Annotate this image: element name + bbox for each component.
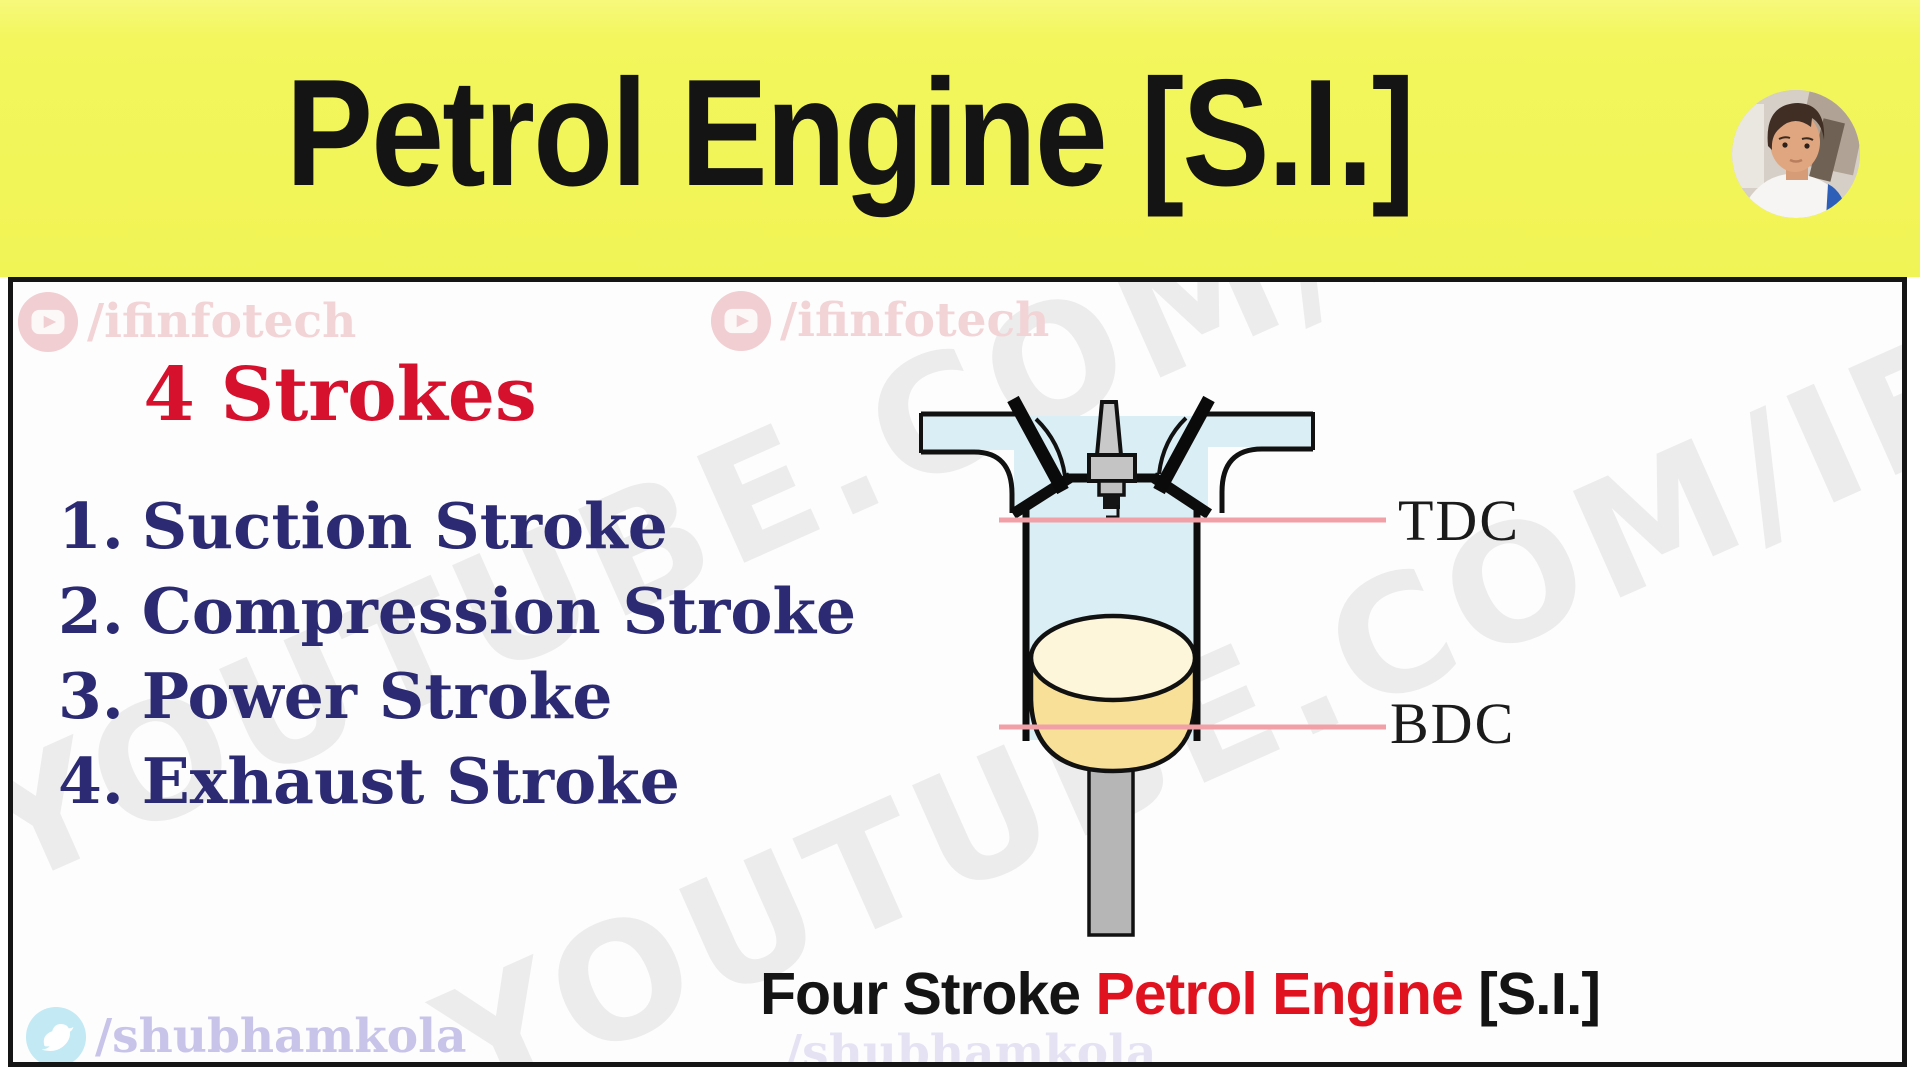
watermark-layer: YOUTUBE.COM/IFINFOTECH YOUTUBE.COM/IFINF… xyxy=(13,282,1907,1067)
twitter-watermark-faint: /shubhamkola xyxy=(785,1022,1156,1067)
youtube-handle-text: /ifinfotech xyxy=(87,294,357,349)
list-item-number: 3. xyxy=(58,659,124,733)
list-item-label: Exhaust Stroke xyxy=(141,744,680,818)
twitter-handle-text: /shubhamkola xyxy=(95,1009,467,1064)
list-item-number: 1. xyxy=(58,489,124,563)
list-item-label: Suction Stroke xyxy=(141,489,668,563)
presenter-photo xyxy=(1732,90,1860,218)
title-wrap: Petrol Engine [S.I.] xyxy=(110,18,1590,248)
youtube-watermark: /ifinfotech xyxy=(17,291,356,353)
twitter-handle-text: /shubhamkola xyxy=(785,1025,1157,1067)
strokes-heading: 4 Strokes xyxy=(143,352,537,438)
list-item-number: 4. xyxy=(58,744,124,818)
list-item: 4.Exhaust Stroke xyxy=(58,739,856,824)
list-item: 2.Compression Stroke xyxy=(58,569,856,654)
presenter-avatar xyxy=(1732,90,1860,218)
diagram-caption: Four Stroke Petrol Engine [S.I.] xyxy=(760,960,1601,1028)
strokes-list: 1.Suction Stroke 2.Compression Stroke 3.… xyxy=(58,484,856,824)
page-title: Petrol Engine [S.I.] xyxy=(286,47,1415,218)
youtube-play-icon xyxy=(710,290,772,352)
twitter-watermark: /shubhamkola xyxy=(25,1006,466,1067)
bdc-label: BDC xyxy=(1390,691,1516,756)
tdc-label: TDC xyxy=(1398,488,1520,553)
list-item-label: Compression Stroke xyxy=(141,574,857,648)
youtube-play-icon xyxy=(17,291,79,353)
caption-suffix: [S.I.] xyxy=(1462,961,1601,1027)
title-banner: Petrol Engine [S.I.] xyxy=(0,0,1920,277)
caption-prefix: Four Stroke xyxy=(760,961,1096,1027)
youtube-handle-text: /ifinfotech xyxy=(780,293,1050,348)
caption-highlight: Petrol Engine xyxy=(1095,961,1464,1027)
list-item: 3.Power Stroke xyxy=(58,654,856,739)
youtube-watermark: /ifinfotech xyxy=(710,290,1049,352)
list-item: 1.Suction Stroke xyxy=(58,484,856,569)
slide-background xyxy=(8,277,1907,1067)
twitter-bird-icon xyxy=(25,1006,87,1067)
list-item-number: 2. xyxy=(58,574,124,648)
list-item-label: Power Stroke xyxy=(141,659,613,733)
